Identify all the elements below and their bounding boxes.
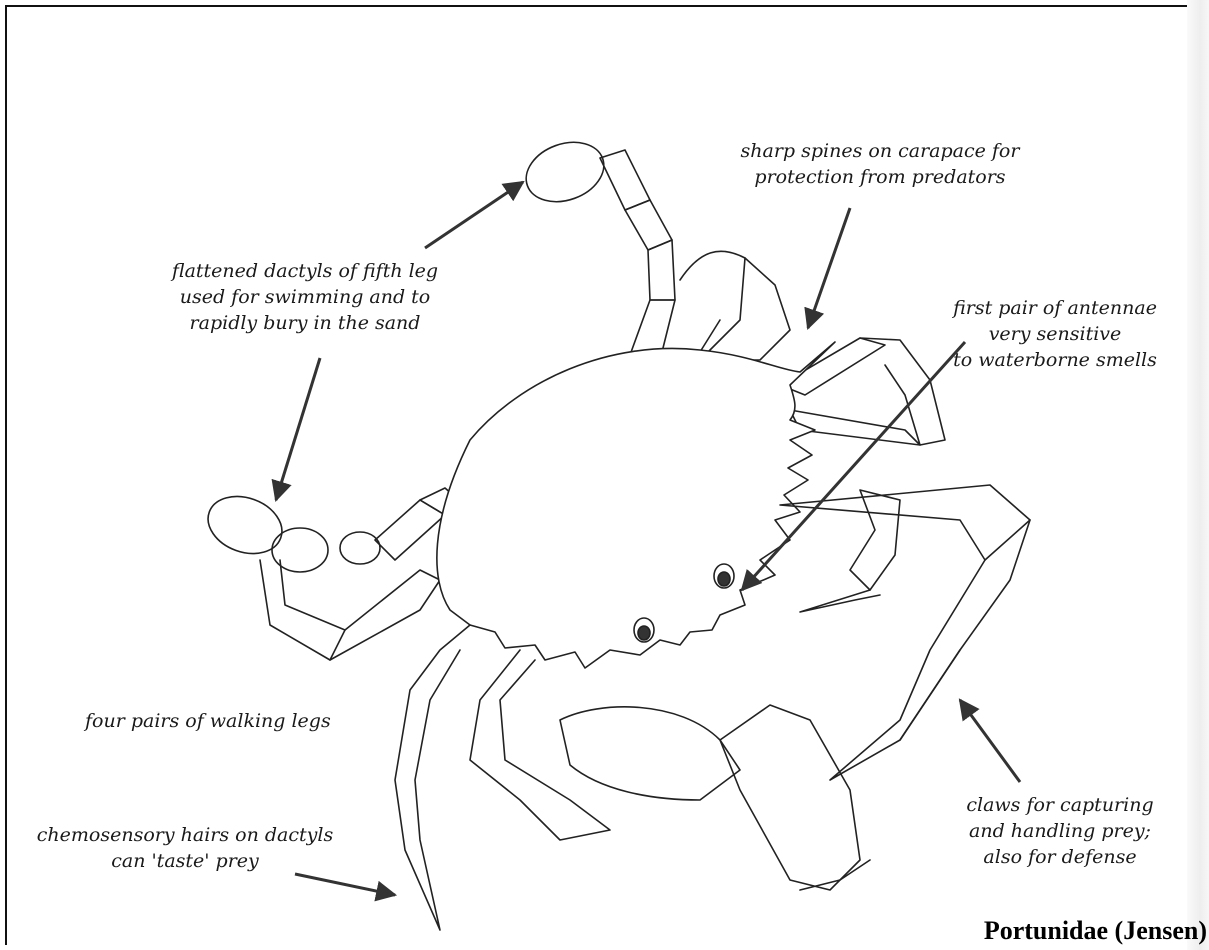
carapace [437,342,835,668]
label-claws-line-1: claws for capturing [945,792,1175,818]
label-fifth-leg-line-2: used for swimming and to [140,284,470,310]
label-spines-line-1: sharp spines on carapace for [735,138,1025,164]
label-fifth-leg-line-1: flattened dactyls of fifth leg [140,258,470,284]
label-antennae-line-1: first pair of antennae [935,295,1175,321]
label-walking-legs-line-1: four pairs of walking legs [85,708,345,734]
label-claws-line-3: also for defense [945,844,1175,870]
arrow-chemosensory [295,874,395,895]
walking-leg-upper [680,251,790,360]
label-spines-line-2: protection from predators [735,164,1025,190]
swimming-leg-upper [518,132,675,360]
swimming-leg-left [200,487,470,660]
arrow-spines [808,208,850,328]
arrow-fifth-leg-down [276,358,320,500]
label-chemosensory: chemosensory hairs on dactyls can 'taste… [30,822,340,874]
label-spines: sharp spines on carapace for protection … [735,138,1025,190]
arrow-claws [960,700,1020,782]
label-fifth-leg-line-3: rapidly bury in the sand [140,310,470,336]
walking-legs-right [780,338,945,612]
label-chemosensory-line-1: chemosensory hairs on dactyls [30,822,340,848]
arrow-fifth-leg-up [425,182,523,248]
label-antennae: first pair of antennae very sensitive to… [935,295,1175,373]
label-walking-legs: four pairs of walking legs [85,708,345,734]
label-chemosensory-line-2: can 'taste' prey [30,848,340,874]
claw-right [780,485,1030,780]
label-antennae-line-3: to waterborne smells [935,347,1175,373]
claw-lower [560,705,870,890]
walking-legs-lower [395,625,610,930]
label-fifth-leg: flattened dactyls of fifth leg used for … [140,258,470,336]
label-antennae-line-2: very sensitive [935,321,1175,347]
label-claws-line-2: and handling prey; [945,818,1175,844]
label-claws: claws for capturing and handling prey; a… [945,792,1175,870]
figure-credit: Portunidae (Jensen) [984,916,1207,946]
